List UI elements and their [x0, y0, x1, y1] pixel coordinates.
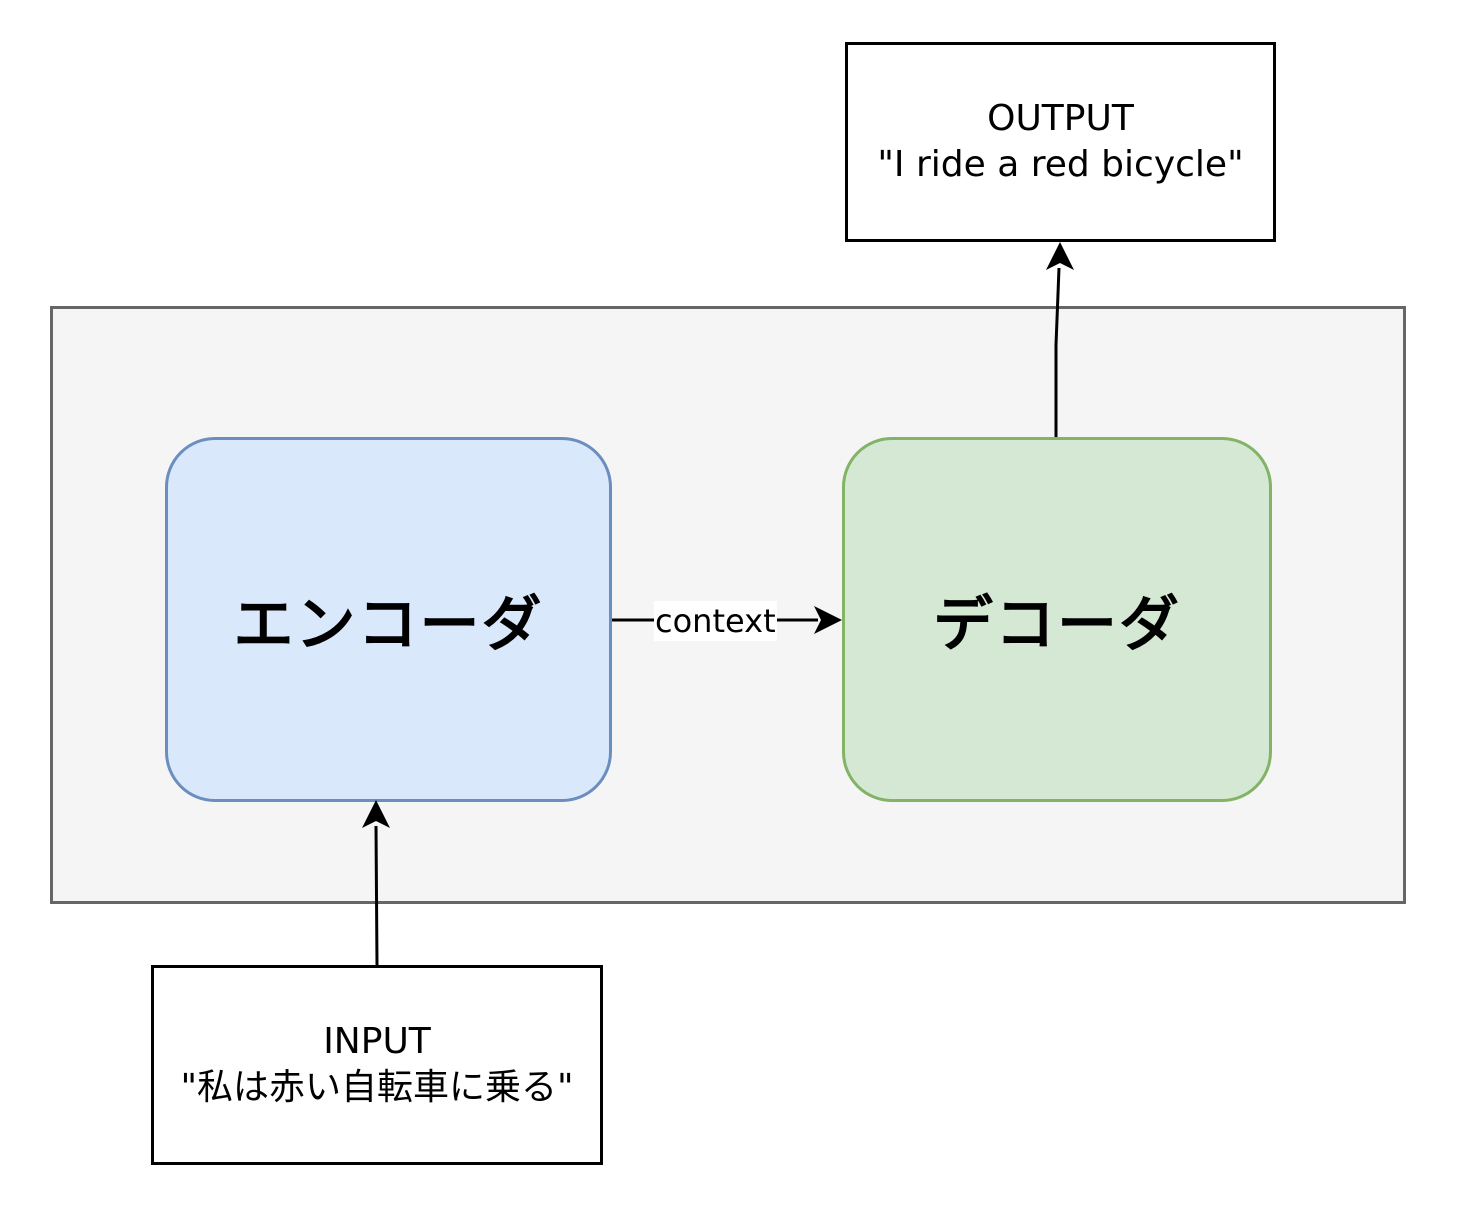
decoder-label: デコーダ	[933, 590, 1181, 660]
input-to-encoder-arrow	[362, 800, 390, 966]
input-box: INPUT "私は赤い自転車に乗る"	[151, 965, 603, 1165]
decoder-block: デコーダ	[842, 437, 1272, 802]
context-label: context	[654, 601, 777, 641]
output-box: OUTPUT "I ride a red bicycle"	[845, 42, 1276, 242]
decoder-to-output-arrow	[1046, 242, 1074, 437]
output-text: "I ride a red bicycle"	[877, 144, 1244, 185]
input-text: "私は赤い自転車に乗る"	[180, 1067, 574, 1108]
encoder-label: エンコーダ	[233, 590, 544, 660]
input-title: INPUT	[323, 1021, 431, 1062]
encoder-block: エンコーダ	[165, 437, 612, 802]
output-title: OUTPUT	[987, 98, 1134, 139]
